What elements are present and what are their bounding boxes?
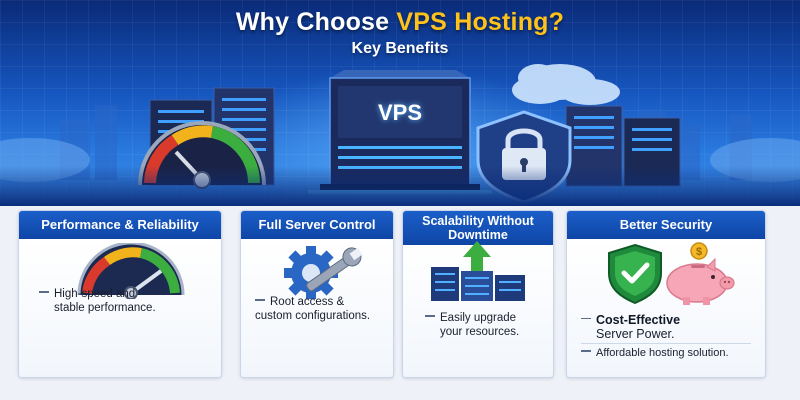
description-line: your resources. [440, 326, 520, 338]
description-line: Root access & [270, 296, 345, 308]
extra-title-line: Server Power. [596, 327, 675, 341]
page-title-lead: Why Choose [235, 8, 397, 36]
description-line: Easily upgrade [440, 312, 517, 324]
bullet-dash [39, 291, 49, 293]
card-server-control: Full Server Control Root access & custo [240, 210, 394, 378]
card-title: Better Security [567, 211, 765, 239]
shield-piggy-bank-icon: $ [608, 242, 735, 305]
bullet-dash [581, 350, 591, 352]
card-description: High-speed and stable performance. [39, 287, 156, 315]
hero-banner: Why Choose VPS Hosting? Key Benefits VPS [0, 0, 800, 206]
shield-check-icon [608, 243, 662, 305]
cloud-icon [512, 64, 620, 105]
card-title-line: Scalability Without [422, 214, 534, 228]
description-line: stable performance. [54, 302, 156, 314]
card-description: Root access & custom configurations. [255, 295, 370, 323]
extra-title-line: Cost-Effective [596, 313, 681, 327]
card-body [567, 239, 765, 377]
hero-floor-glow [0, 166, 800, 206]
card-extra-title: Cost-Effective Server Power. [581, 313, 680, 341]
speedometer-icon [77, 243, 185, 299]
card-title: Full Server Control [241, 211, 393, 239]
description-line: custom configurations. [255, 310, 371, 322]
page-title: Why Choose VPS Hosting? [0, 8, 800, 37]
card-title: Performance & Reliability [19, 211, 221, 239]
gear-wrench-icon [284, 246, 363, 299]
page-subtitle: Key Benefits [351, 40, 449, 57]
card-description: Affordable hosting solution. [581, 346, 729, 360]
vps-server-label: VPS [377, 100, 423, 125]
page-title-highlight: VPS Hosting? [396, 8, 565, 36]
bullet-dash [425, 315, 435, 317]
description-line: Affordable hosting solution. [596, 347, 729, 359]
svg-text:$: $ [696, 246, 702, 258]
card-description: Easily upgrade your resources. [425, 311, 519, 339]
card-security: Better Security $ Cost-Effective Server … [566, 210, 766, 378]
bullet-dash [255, 299, 265, 301]
card-performance: Performance & Reliability High-speed and… [18, 210, 222, 378]
bullet-dash [581, 317, 591, 320]
card-divider [581, 343, 751, 344]
card-title-line: Downtime [448, 228, 508, 242]
piggy-bank-icon: $ [666, 242, 735, 305]
server-scale-up-icon [431, 241, 525, 301]
description-line: High-speed and [54, 288, 136, 300]
